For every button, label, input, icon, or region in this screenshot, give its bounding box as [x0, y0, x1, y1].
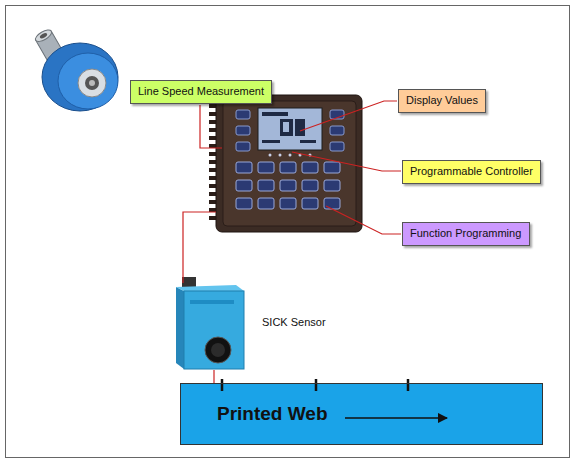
label-text: SICK Sensor — [262, 316, 326, 328]
callout-box: Line Speed Measurement — [130, 80, 272, 104]
web-band: Printed Web — [180, 383, 543, 445]
part-name: SICK Sensor — [262, 316, 326, 328]
sensor-picture — [176, 277, 244, 369]
callout-text: Display Values — [406, 94, 478, 107]
callout-box: Display Values — [398, 89, 486, 113]
web-picture — [180, 379, 543, 445]
callout-text: Programmable Controller — [410, 165, 533, 178]
callout-box: Function Programming — [402, 222, 530, 246]
callout-box: Programmable Controller — [402, 160, 541, 184]
callout-text: Line Speed Measurement — [138, 85, 264, 98]
band-title: Printed Web — [217, 403, 506, 426]
leader-lines — [183, 101, 401, 383]
encoder-picture — [34, 28, 118, 111]
frame — [6, 6, 570, 458]
callout-text: Function Programming — [410, 227, 522, 240]
controller-picture — [209, 95, 362, 232]
